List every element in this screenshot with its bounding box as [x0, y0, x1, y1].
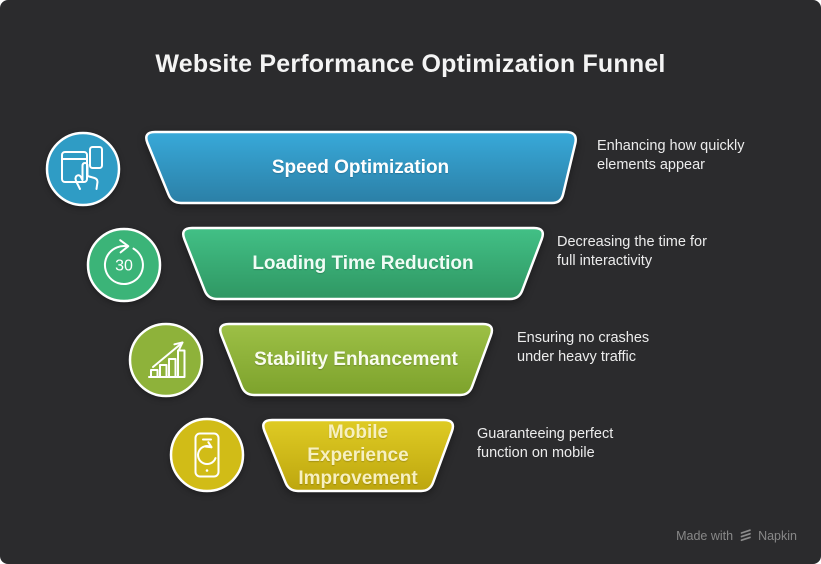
stage-label: Mobile Experience Improvement — [258, 418, 458, 493]
stage-description: Ensuring no crashes under heavy traffic — [517, 329, 649, 367]
watermark-brand: Napkin — [758, 528, 797, 543]
stage-label-line: Loading Time Reduction — [252, 253, 474, 274]
funnel-segment — [181, 226, 545, 301]
stage-description-line: full interactivity — [557, 253, 653, 269]
stage-label-line: Improvement — [298, 468, 418, 489]
napkin-logo-icon — [740, 529, 751, 542]
stage-description-line: Guaranteeing perfect — [477, 426, 614, 442]
stage-description: Guaranteeing perfect function on mobile — [477, 425, 613, 463]
stage-description: Enhancing how quickly elements appear — [597, 137, 745, 175]
stage-description-line: elements appear — [597, 157, 706, 173]
stage-description: Decreasing the time for full interactivi… — [557, 233, 707, 271]
timer-30-icon: 30 — [86, 227, 162, 303]
stage-description-line: under heavy traffic — [517, 349, 637, 365]
funnel-segment — [145, 130, 577, 205]
watermark: Made with Napkin — [676, 528, 797, 543]
stage-description-line: Enhancing how quickly — [597, 138, 745, 154]
stage-label: Stability Enhancement — [215, 322, 497, 397]
stage-label: Loading Time Reduction — [178, 226, 548, 301]
timer-value: 30 — [115, 258, 133, 275]
funnel-segment — [218, 322, 494, 397]
stage-label-line: Experience — [307, 445, 409, 466]
stage-label-line: Mobile — [327, 422, 389, 443]
growth-chart-icon — [128, 322, 204, 398]
watermark-made-with: Made with — [676, 528, 734, 543]
stage-label-line: Stability Enhancement — [254, 349, 458, 370]
stage-description-line: Decreasing the time for — [557, 234, 707, 250]
stage-description-line: Ensuring no crashes — [517, 330, 650, 346]
stage-label: Speed Optimization — [141, 130, 580, 205]
mobile-refresh-icon — [169, 417, 245, 493]
stage-description-line: function on mobile — [477, 445, 595, 461]
stage-label-line: Speed Optimization — [271, 157, 450, 178]
devices-touch-icon — [45, 131, 121, 207]
page-title: Website Performance Optimization Funnel — [155, 50, 666, 78]
funnel-segment — [262, 418, 455, 493]
